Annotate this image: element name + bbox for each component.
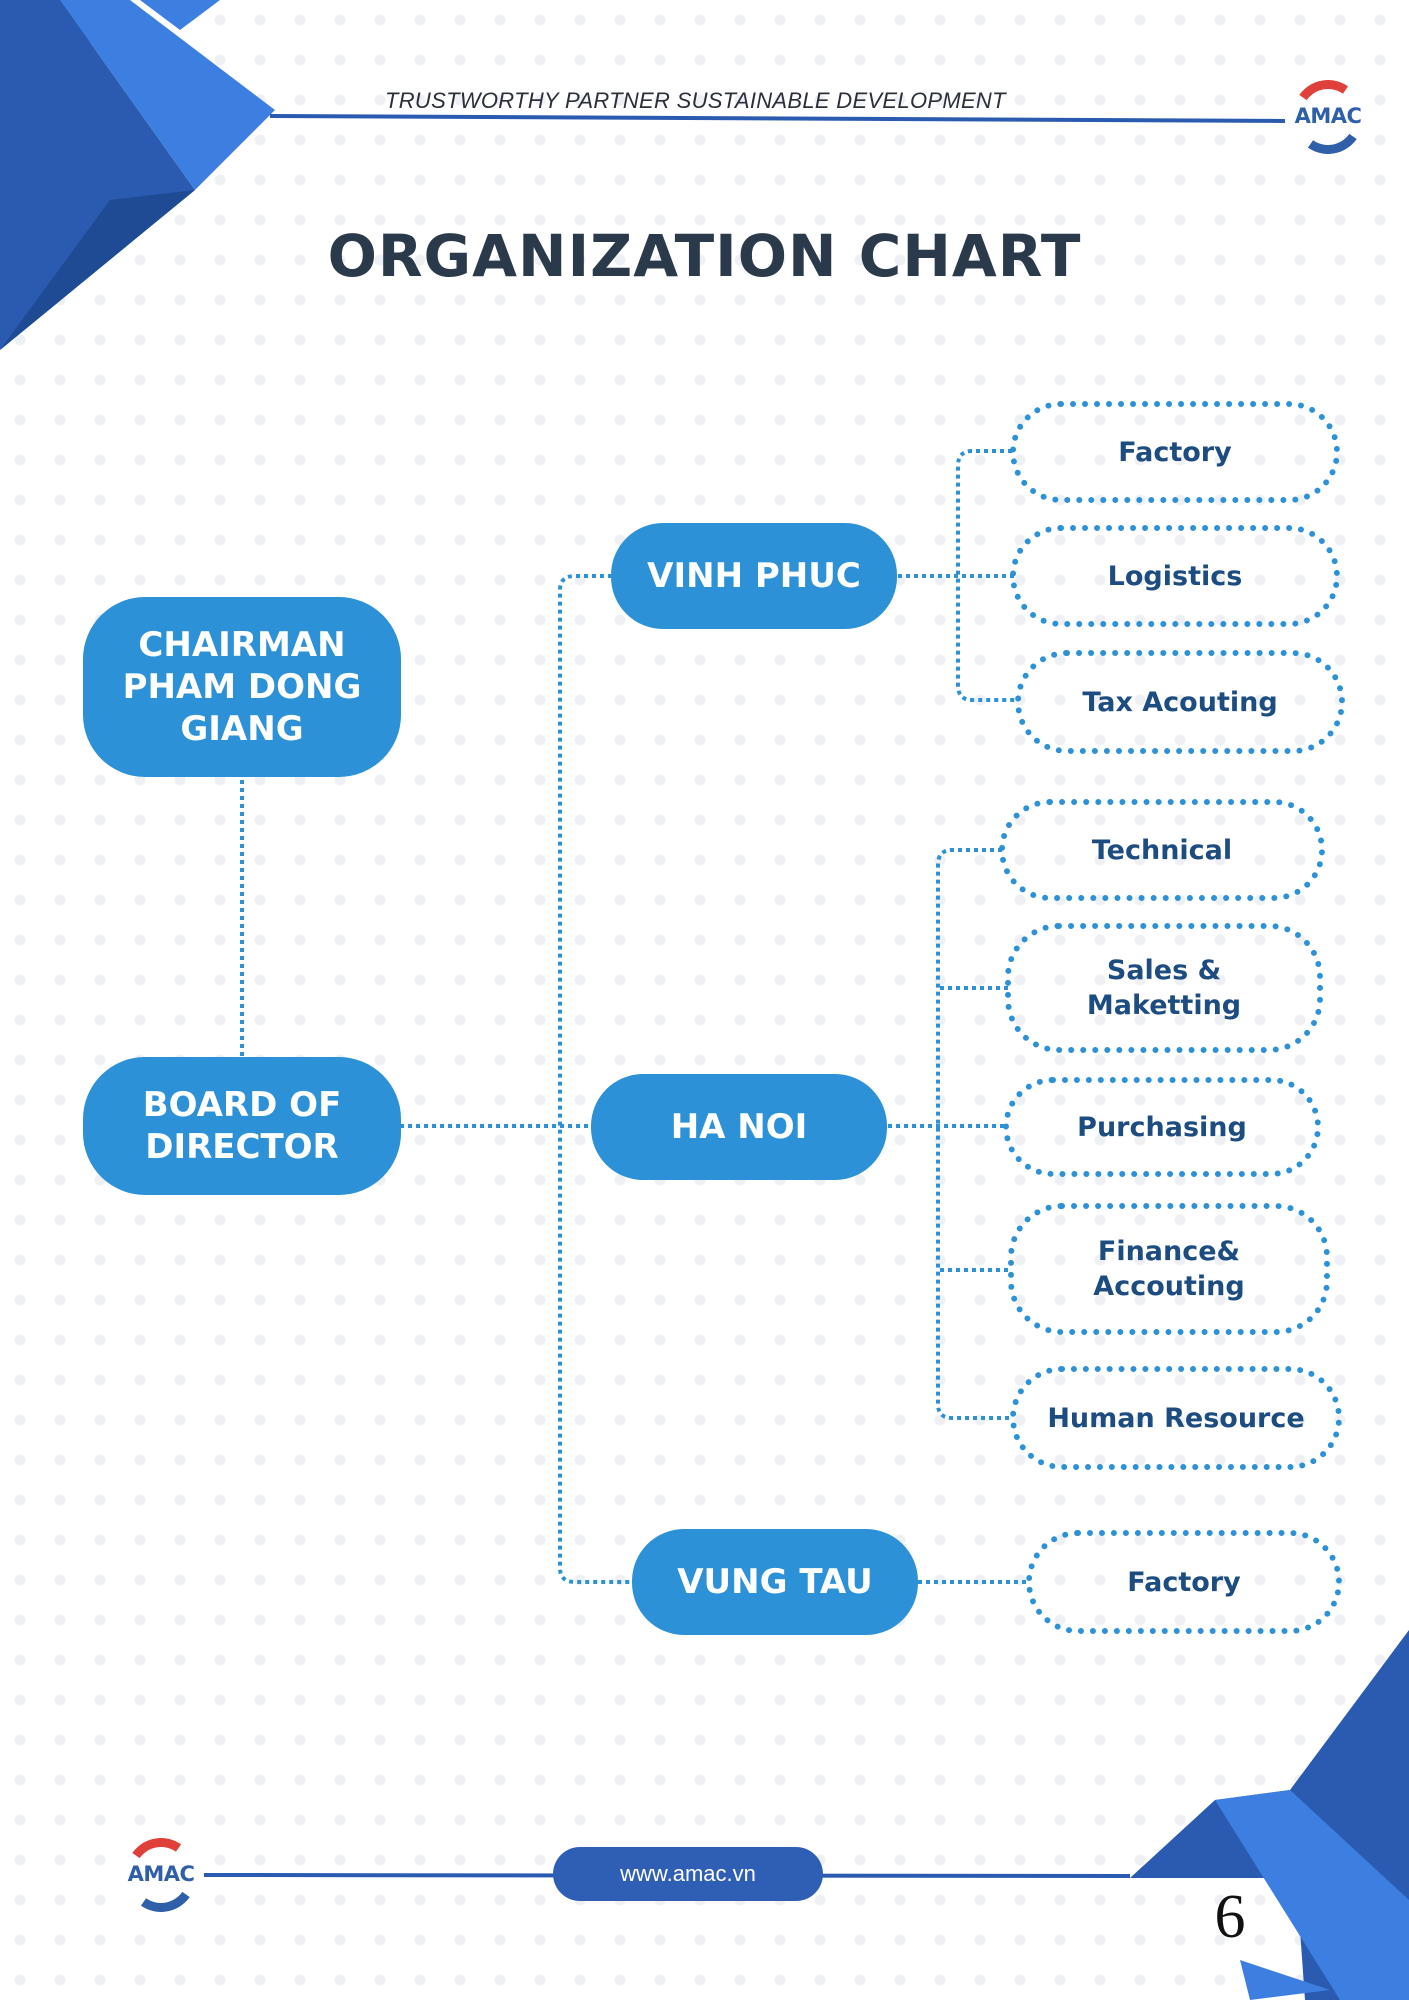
logo-text: AMAC xyxy=(1294,104,1362,128)
page-title: ORGANIZATION CHART xyxy=(327,222,1082,290)
branch-ha-noi: HA NOI xyxy=(591,1074,887,1180)
chairman-line-2: PHAM DONG xyxy=(122,667,362,707)
branch-vung-tau: VUNG TAU xyxy=(632,1529,918,1635)
board-of-director-node: BOARD OF DIRECTOR xyxy=(83,1057,401,1195)
chairman-line-1: CHAIRMAN xyxy=(138,625,346,665)
hanoi-dept-trunk xyxy=(936,848,1012,1420)
dept-vinhphuc-tax-accounting: Tax Acouting xyxy=(1015,650,1345,754)
dept-hanoi-finance-accounting: Finance& Accouting xyxy=(1008,1203,1330,1335)
chairman-line-3: GIANG xyxy=(180,709,304,749)
corner-shape-top-left-dark xyxy=(0,0,195,350)
corner-shape-bottom-right-light xyxy=(1215,1790,1409,2000)
footer-logo-text: AMAC xyxy=(127,1862,195,1886)
dept-vinhphuc-factory: Factory xyxy=(1010,401,1340,503)
chairman-node: CHAIRMAN PHAM DONG GIANG xyxy=(83,597,401,777)
corner-shape-bottom-right-small xyxy=(1240,1960,1330,2000)
website-url[interactable]: www.amac.vn xyxy=(553,1847,823,1901)
branch-vinh-phuc: VINH PHUC xyxy=(611,523,897,629)
connectors xyxy=(240,449,1028,1584)
header-rule xyxy=(269,114,1286,123)
footer-logo: AMAC xyxy=(120,1834,202,1916)
board-line-1: BOARD OF xyxy=(142,1085,342,1125)
dept-hanoi-purchasing: Purchasing xyxy=(1003,1077,1321,1177)
corner-shape-top-left-shadow xyxy=(0,190,195,350)
corner-shape-top-left-small xyxy=(140,0,220,30)
dept-hanoi-sales-marketing: Sales & Maketting xyxy=(1005,923,1323,1053)
dept-hanoi-human-resource: Human Resource xyxy=(1010,1366,1342,1470)
header-logo: AMAC xyxy=(1287,76,1369,158)
header-tagline: TRUSTWORTHY PARTNER SUSTAINABLE DEVELOPM… xyxy=(385,88,1006,113)
board-line-2: DIRECTOR xyxy=(145,1127,339,1167)
dept-hanoi-technical: Technical xyxy=(999,799,1325,901)
dept-vinhphuc-logistics: Logistics xyxy=(1010,525,1340,627)
branch-trunk-connector xyxy=(558,574,632,1584)
page-number: 6 xyxy=(1214,1883,1246,1951)
corner-shape-top-left-light xyxy=(60,0,275,190)
dept-vungtau-factory: Factory xyxy=(1026,1530,1342,1634)
